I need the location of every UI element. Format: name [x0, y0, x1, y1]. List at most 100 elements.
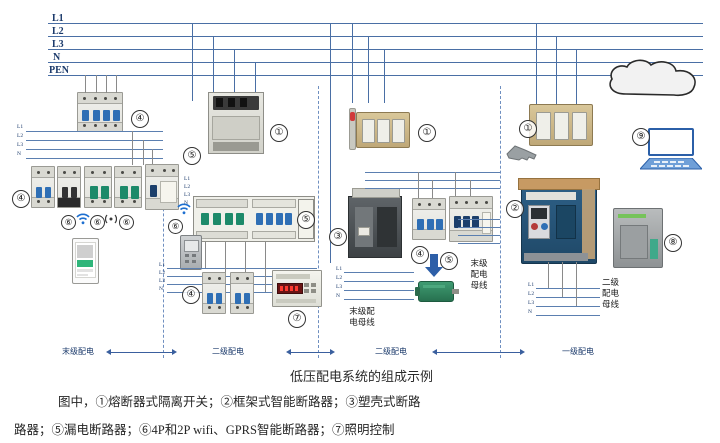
center-bus-l1: L1	[336, 266, 343, 272]
handheld-remote[interactable]	[180, 235, 202, 270]
sub-bus-label-l2-left: L2	[17, 133, 24, 139]
callout-wifi-a: ⑥	[61, 215, 76, 230]
sub-label-n-b: N	[159, 286, 163, 292]
center-lower-bus-1	[344, 272, 414, 273]
right-final-bus-1	[458, 219, 500, 220]
key-handle-icon[interactable]	[505, 142, 539, 162]
rcbo-left[interactable]	[145, 164, 179, 210]
molded-case-breaker[interactable]	[348, 188, 402, 258]
callout-computer: ⑨	[632, 128, 650, 146]
fuse-disconnector-right[interactable]	[529, 104, 593, 146]
center-lower-bus-4	[344, 299, 414, 300]
drop-left-3	[234, 49, 235, 101]
zone-arrow-right-1	[330, 349, 335, 355]
mcb-center-left-1[interactable]	[202, 272, 226, 314]
lighting-controller[interactable]	[272, 270, 322, 307]
center-lower-bus-2	[344, 281, 414, 282]
fuse-disconnector-mid[interactable]	[356, 112, 410, 148]
callout-rcbo-left: ⑤	[183, 147, 201, 165]
sub-bus-label-l1-left: L1	[17, 124, 24, 130]
zone-arrow-right-2	[520, 349, 525, 355]
wifi-breaker-c[interactable]	[114, 166, 142, 208]
monitoring-computer[interactable]	[648, 128, 694, 160]
callout-mcb-top-left: ④	[131, 110, 149, 128]
sub-label-l2-mid: L2	[184, 184, 191, 190]
wifi-breaker-a[interactable]	[57, 166, 81, 208]
right-sub-bus-2	[536, 297, 600, 298]
wifi-breaker-bank[interactable]	[196, 199, 248, 239]
wire-c	[106, 75, 107, 93]
right-final-bus-4	[458, 243, 500, 244]
center-bus-l2: L2	[336, 275, 343, 281]
keyboard-icon	[640, 158, 702, 170]
right-sub-bus-4	[536, 315, 600, 316]
down-arrow-icon	[425, 254, 443, 277]
callout-contactor: ①	[270, 124, 288, 142]
wire-i	[225, 242, 226, 276]
wifi-icon-a	[76, 213, 90, 225]
bus-label-n: N	[53, 52, 61, 63]
label-secondary-bus: 二级配电母线	[602, 277, 642, 310]
zone-separator-2	[318, 86, 319, 358]
zone-arrow-left-2	[432, 349, 437, 355]
zone-label-1: 二级配电	[212, 347, 244, 356]
sub-label-l3-b: L3	[159, 278, 166, 284]
callout-wifi-b: ⑥	[90, 215, 105, 230]
zone-arrow-line-0	[110, 352, 174, 353]
mcb-top-left[interactable]	[77, 92, 123, 132]
motor	[415, 281, 459, 302]
mcb-center-left-2[interactable]	[230, 272, 254, 314]
bus-label-l1: L1	[52, 13, 64, 24]
callout-mcb-motor-feed: ④	[411, 246, 429, 264]
main-bus-pen	[48, 75, 703, 76]
smartphone[interactable]	[72, 238, 99, 284]
sub-label-l1-mid: L1	[184, 176, 191, 182]
diagram-title: 低压配电系统的组成示例	[290, 369, 434, 384]
contactor-top-bar	[213, 96, 259, 110]
drop-right-2	[556, 36, 557, 106]
main-bus-l3	[48, 49, 703, 50]
sub-bus-left-n	[26, 158, 163, 159]
air-circuit-breaker[interactable]	[518, 178, 600, 264]
mcb-bank-mid[interactable]	[252, 199, 296, 239]
label-secondary-bus-text: 二级配电母线	[602, 277, 620, 309]
wifi-breaker-b[interactable]	[84, 166, 112, 208]
sub-bus-label-n-left: N	[17, 151, 21, 157]
callout-fuse-mid: ①	[418, 124, 436, 142]
drop-right-3	[576, 49, 577, 106]
wire-f	[143, 140, 144, 165]
drop-center-main	[330, 23, 331, 263]
sub-bus-left-l3	[26, 149, 163, 150]
sub-bus-left-l2	[26, 140, 163, 141]
contactor-body	[212, 116, 260, 140]
contactor-base	[213, 142, 259, 151]
main-bus-n	[48, 62, 703, 63]
cloud-icon	[609, 59, 696, 97]
right-sub-bus-1	[536, 288, 600, 289]
sub-label-l2-b: L2	[159, 270, 166, 276]
callout-acb: ②	[506, 200, 524, 218]
wire-m	[432, 180, 433, 198]
sub-label-l1-b: L1	[159, 262, 166, 268]
mcb-left-1[interactable]	[31, 166, 55, 208]
callout-mcb-center-left: ④	[182, 286, 200, 304]
wire-p	[548, 262, 549, 288]
drop-center-2	[368, 36, 369, 103]
main-bus-l1	[48, 23, 703, 24]
right-bus-l3: L3	[528, 300, 535, 306]
callout-fuse-right: ①	[519, 120, 537, 138]
contactor-term-1	[216, 98, 223, 107]
zone-arrow-left-0	[106, 349, 111, 355]
wire-b	[96, 75, 97, 93]
plc-gateway[interactable]	[613, 208, 663, 268]
zone-label-3: 一级配电	[562, 347, 594, 356]
signal-icon-b	[105, 214, 117, 224]
fuse-handle-lever[interactable]	[349, 108, 356, 150]
wire-r	[576, 262, 577, 306]
wire-g	[152, 149, 153, 165]
mcb-center[interactable]	[412, 198, 446, 240]
bus-label-l3: L3	[52, 39, 64, 50]
sub-bus-label-l3-left: L3	[17, 142, 24, 148]
zone-label-2: 二级配电	[375, 347, 407, 356]
